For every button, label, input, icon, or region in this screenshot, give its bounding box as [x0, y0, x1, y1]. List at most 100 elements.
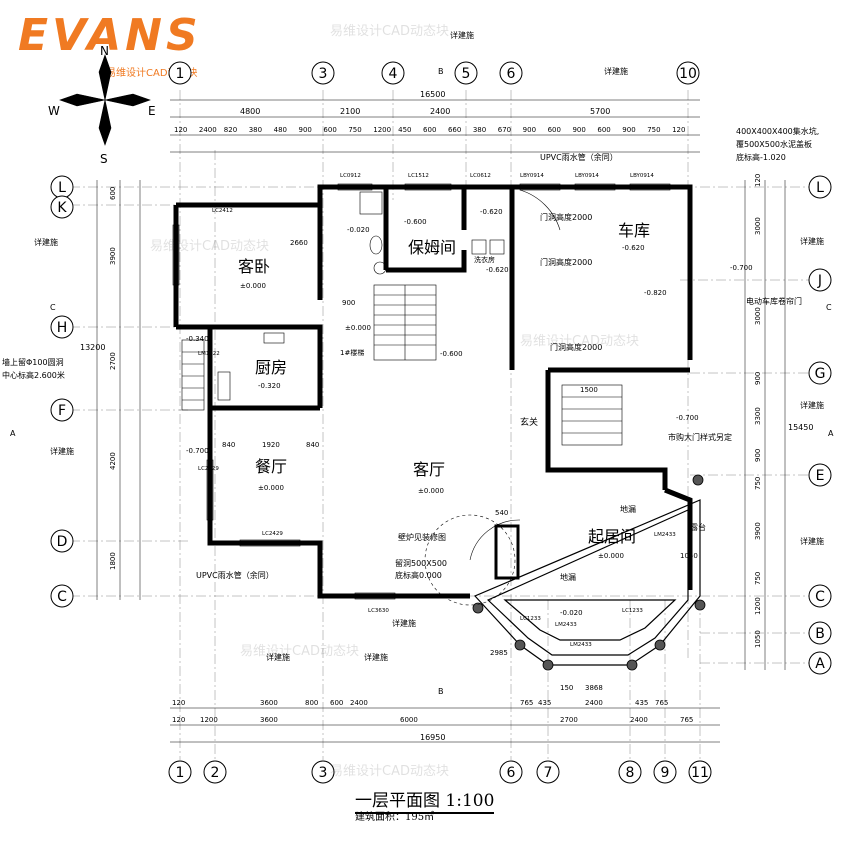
stair-entry — [561, 384, 623, 446]
note-detail-2: 详建施 — [604, 66, 628, 76]
note-gate: 市购大门样式另定 — [668, 432, 732, 442]
window-label-6: LBY0914 — [630, 173, 654, 179]
dimension-lines — [96, 99, 786, 743]
dim-right-1: 3000 — [754, 217, 762, 235]
axis-right-C: C — [815, 589, 825, 605]
axis-top-10-circle — [676, 61, 700, 85]
axis-bottom-3-circle — [311, 760, 335, 784]
dim-misc-0: 1500 — [580, 386, 598, 394]
drawing-title-text: 一层平面图 1:100 — [355, 791, 495, 814]
bath-fixtures — [217, 189, 561, 606]
note-wall-hole: 墙上留Φ100圆洞 — [2, 357, 64, 367]
dim-bottom-a-2: 3600 — [260, 716, 278, 724]
axis-right-J-circle — [808, 268, 832, 292]
dim-top-row-4: 480 — [274, 126, 287, 134]
dim-bottom-a-5: 2400 — [630, 716, 648, 724]
axis-right-B: B — [815, 626, 825, 642]
axis-bottom-9-circle — [653, 760, 677, 784]
dim-top-row-10: 600 — [423, 126, 436, 134]
axis-top-1-circle — [168, 61, 192, 85]
dim-left-0: 600 — [109, 187, 117, 200]
dim-misc-3: 2985 — [490, 649, 508, 657]
room-guest-bed: 客卧 — [238, 257, 270, 276]
axis-right-J: J — [817, 273, 822, 289]
axis-right-A-circle — [808, 651, 832, 675]
dim-right-10: 1050 — [754, 630, 762, 648]
dim-top-row-3: 380 — [249, 126, 262, 134]
level-drop: -0.700 — [186, 447, 209, 455]
room-dining: 餐厅 — [255, 457, 287, 476]
note-sump3: 底标高-1.020 — [736, 152, 786, 162]
walls — [173, 184, 693, 599]
fireplace — [494, 524, 520, 580]
axis-bottom-7-circle — [536, 760, 560, 784]
window-label-9: LC2029 — [198, 466, 219, 472]
level-nanny: -0.600 — [404, 218, 427, 226]
room-laundry: 洗衣房 — [474, 255, 495, 264]
dim-bottom-a-1: 1200 — [200, 716, 218, 724]
dim-top-row-9: 450 — [398, 126, 411, 134]
axis-left-D: D — [57, 534, 68, 550]
window-label-13: LC1233 — [520, 616, 541, 622]
axis-left-F: F — [58, 403, 66, 419]
dim-top-row-19: 750 — [647, 126, 660, 134]
dim-top-row-14: 900 — [523, 126, 536, 134]
compass-s: S — [100, 152, 108, 166]
axis-top-3: 3 — [319, 66, 328, 82]
level-bath: -0.020 — [347, 226, 370, 234]
axis-bottom-2: 2 — [211, 765, 220, 781]
axis-bottom-9: 9 — [661, 765, 670, 781]
window-label-15: LM2433 — [654, 532, 676, 538]
dim-bottom-b-5: 765 — [520, 699, 533, 707]
section-a-left: A — [10, 429, 16, 438]
axis-bottom-6-circle — [499, 760, 523, 784]
level-laundry: -0.620 — [486, 266, 509, 274]
dim-misc-9: 2660 — [290, 239, 308, 247]
dim-bottom-b-4: 600 — [330, 699, 343, 707]
dim-right-2: 3000 — [754, 307, 762, 325]
dim-left-1: 3900 — [109, 247, 117, 265]
note-upvc-top: UPVC雨水管（余同） — [540, 152, 618, 162]
axis-right-G: G — [815, 366, 826, 382]
note-detail-10: 详建施 — [364, 652, 388, 662]
room-garage: 车库 — [618, 221, 650, 240]
level-entry: -0.700 — [676, 414, 699, 422]
axis-right-A: A — [815, 656, 825, 672]
brand-logo: EVANS 易维设计CAD动态块 — [18, 14, 218, 84]
dim-right-4: 3300 — [754, 407, 762, 425]
dim-top-row-0: 120 — [174, 126, 187, 134]
window-label-2: LC1512 — [408, 173, 429, 179]
axis-bottom-2-circle — [203, 760, 227, 784]
dim-bottom-a-4: 2700 — [560, 716, 578, 724]
window-label-7: LC2412 — [212, 208, 233, 214]
note-detail-5: 详建施 — [800, 536, 824, 546]
window-label-11: LC3630 — [368, 608, 389, 614]
note-upvc-bottom: UPVC雨水管（余同） — [196, 570, 274, 580]
note-wall-hole2: 中心标高2.600米 — [2, 370, 65, 380]
axis-top-6: 6 — [507, 66, 516, 82]
axis-bottom-1-circle — [168, 760, 192, 784]
section-b-top: B — [438, 67, 444, 76]
axis-bottom-1: 1 — [176, 765, 185, 781]
axis-left-H-circle — [50, 315, 74, 339]
axis-bottom-11-circle — [688, 760, 712, 784]
note-hole: 留洞500X500 — [395, 558, 447, 568]
dim-top-row-12: 380 — [473, 126, 486, 134]
dim-misc-7: 840 — [306, 441, 319, 449]
axis-left-H: H — [57, 320, 68, 336]
dim-top-row-6: 600 — [323, 126, 336, 134]
dim-top-d: 5700 — [590, 107, 610, 116]
note-roll-door: 电动车库卷帘门 — [746, 296, 802, 306]
dim-top-total: 16500 — [420, 90, 445, 99]
dim-misc-8: 900 — [342, 299, 355, 307]
dim-misc-5: 840 — [222, 441, 235, 449]
note-detail-9: 详建施 — [266, 652, 290, 662]
level-family: ±0.000 — [598, 552, 624, 560]
level-outside: -0.700 — [730, 264, 753, 272]
axis-top-1: 1 — [176, 66, 185, 82]
axis-left-K-circle — [50, 195, 74, 219]
dim-top-row-1: 2400 — [199, 126, 217, 134]
dim-top-a: 4800 — [240, 107, 260, 116]
level-garage2: -0.820 — [644, 289, 667, 297]
